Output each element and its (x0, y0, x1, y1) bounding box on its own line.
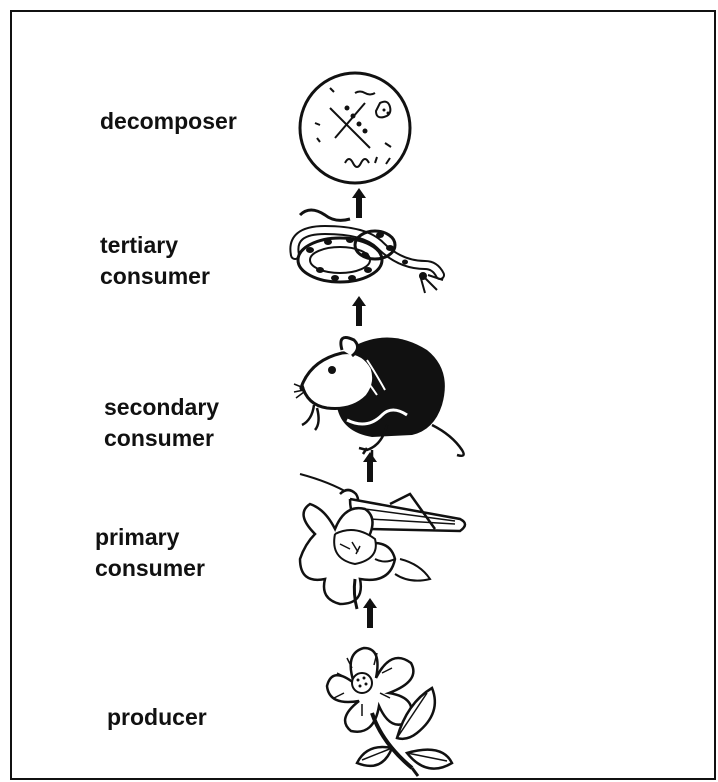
label-secondary-consumer: secondary consumer (104, 394, 220, 451)
grasshopper-on-flower-icon (298, 473, 467, 610)
diagram-frame: decomposer tertiary consumer secondary c… (10, 10, 716, 780)
arrow-up-icon (363, 452, 377, 482)
label-producer: producer (107, 704, 207, 730)
flower-icon (325, 646, 454, 777)
label-tertiary-consumer: tertiary consumer (100, 232, 210, 289)
snake-icon (289, 208, 445, 294)
label-decomposer: decomposer (100, 108, 237, 134)
arrow-up-icon (352, 296, 366, 326)
arrow-up-icon (352, 188, 366, 218)
arrow-up-icon (363, 598, 377, 628)
label-primary-consumer: primary consumer (95, 524, 205, 581)
microorganisms-icon (298, 71, 412, 185)
rat-icon (293, 336, 465, 458)
